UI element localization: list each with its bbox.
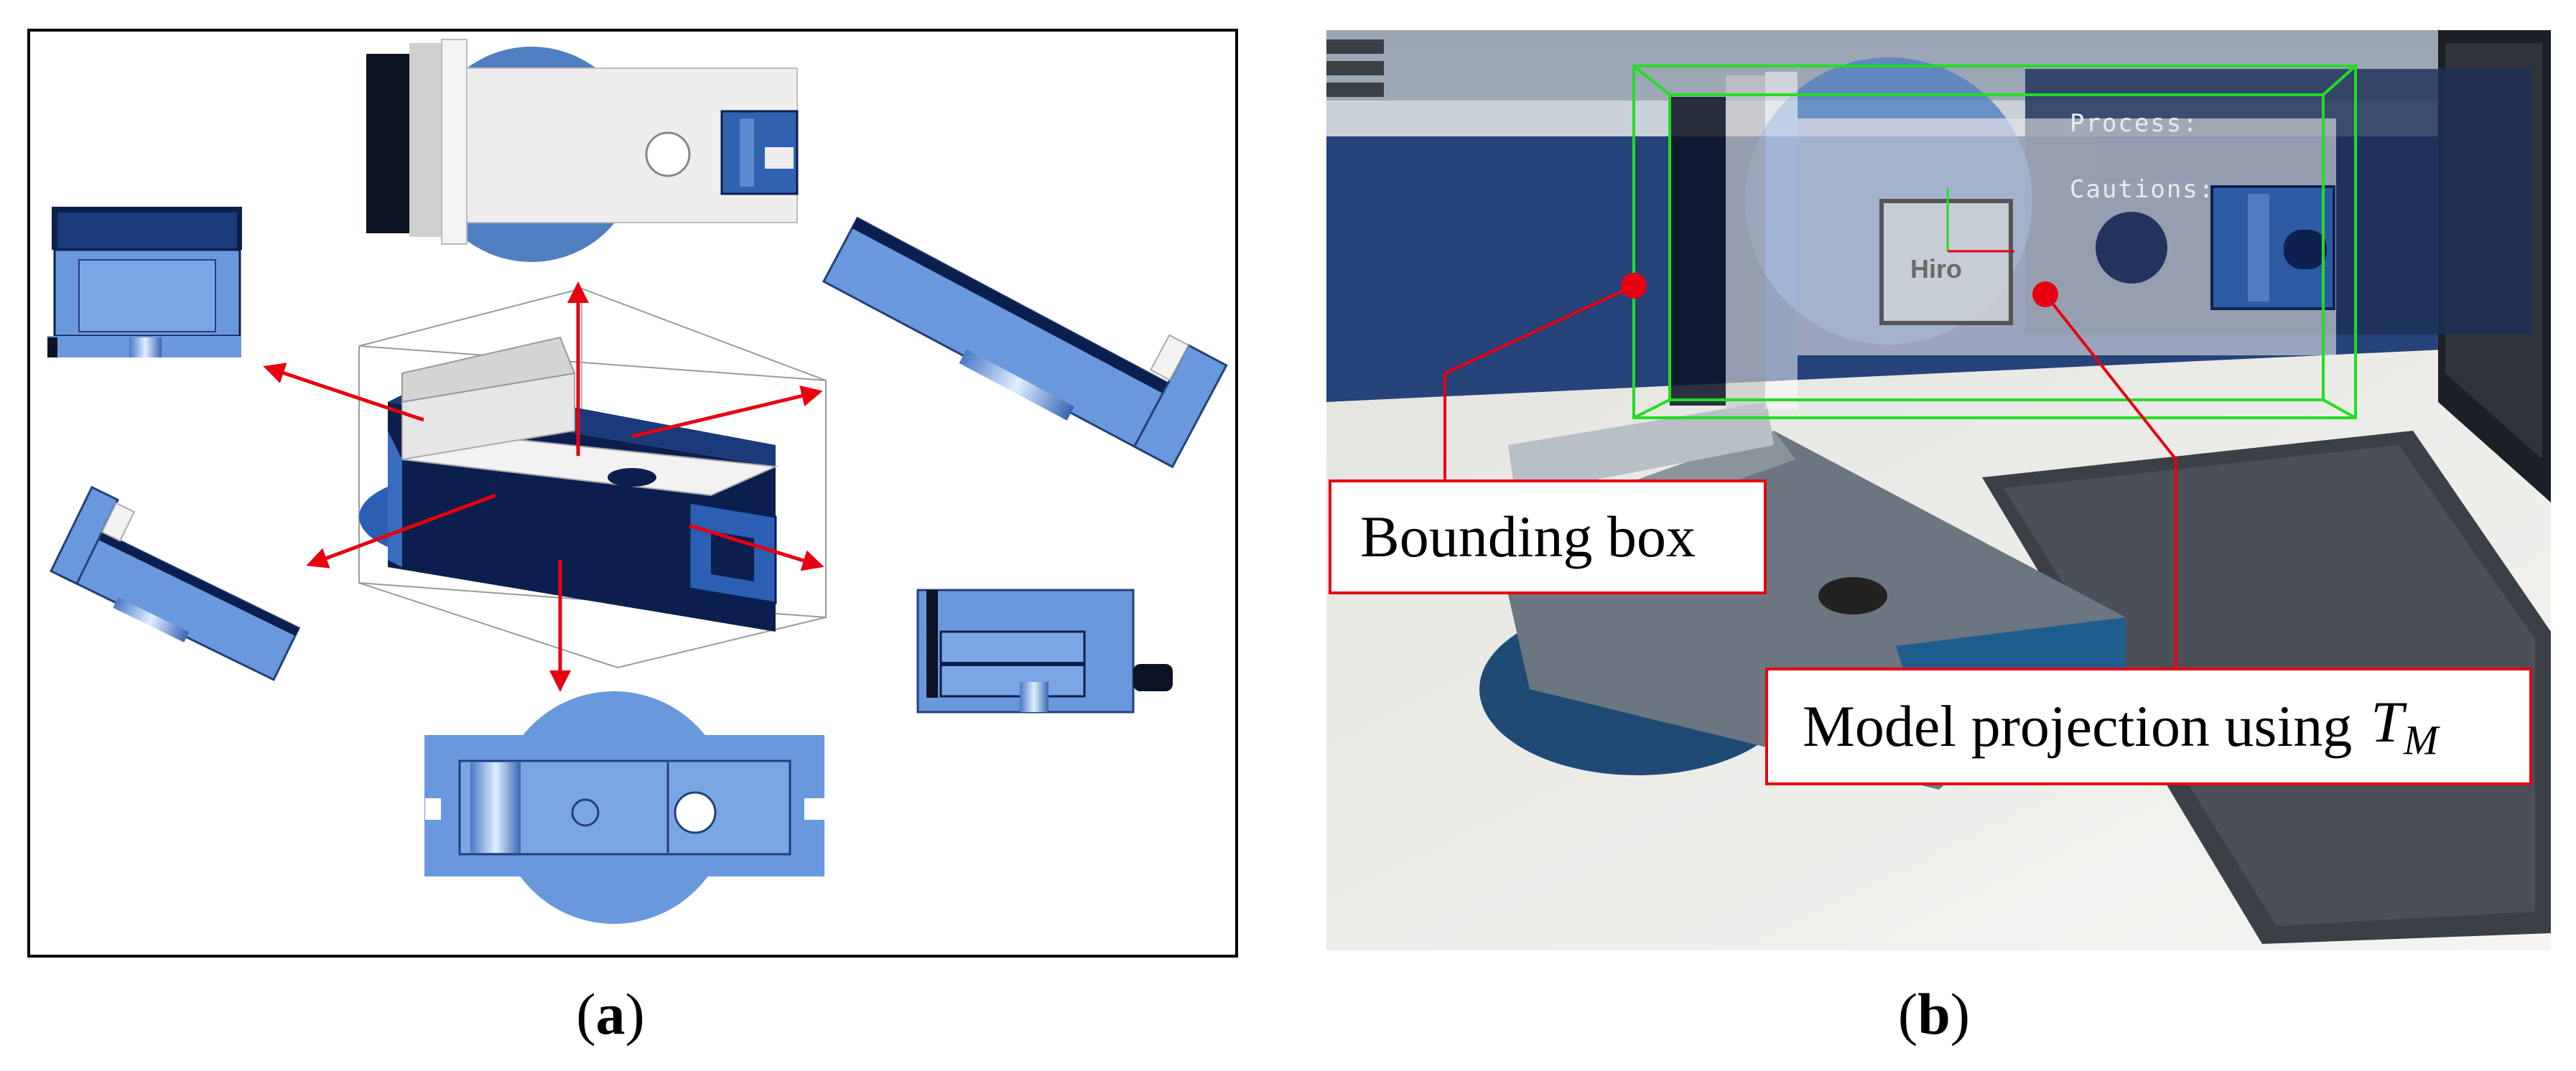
direction-arrows <box>263 281 824 692</box>
view-left-bottom <box>50 485 301 681</box>
callout-model-projection-text: Model projection using <box>1803 693 2353 759</box>
view-top <box>366 39 799 262</box>
cautions-label: Cautions: <box>2070 175 2215 204</box>
callout-bounding-box-text: Bounding box <box>1360 504 1696 569</box>
process-label: Process: <box>2070 109 2199 138</box>
transform-symbol: TM <box>2371 688 2438 764</box>
caption-a-open: ( <box>576 981 596 1047</box>
callout-bounding-box: Bounding box <box>1329 480 1767 594</box>
view-bottom <box>424 691 826 924</box>
arrow-upper-right <box>631 385 823 439</box>
caption-b-letter: b <box>1917 981 1950 1047</box>
view-right-bottom <box>916 589 1173 714</box>
caption-a-close: ) <box>625 981 645 1047</box>
caption-b: (b) <box>1862 981 2006 1048</box>
caption-a-letter: a <box>595 981 626 1047</box>
transform-symbol-letter: T <box>2371 689 2404 755</box>
arrow-upper-left <box>263 363 424 422</box>
transform-symbol-subscript: M <box>2403 716 2439 764</box>
caption-b-close: ) <box>1950 981 1971 1047</box>
caption-a: (a) <box>539 981 682 1048</box>
view-left-top <box>47 207 242 357</box>
center-model <box>358 287 827 668</box>
caption-b-open: ( <box>1897 981 1918 1047</box>
view-right-top <box>822 216 1228 469</box>
arrow-lower-right <box>689 523 824 571</box>
arrow-lower-left <box>306 493 496 569</box>
callout-model-projection: Model projection using TM <box>1765 668 2532 785</box>
